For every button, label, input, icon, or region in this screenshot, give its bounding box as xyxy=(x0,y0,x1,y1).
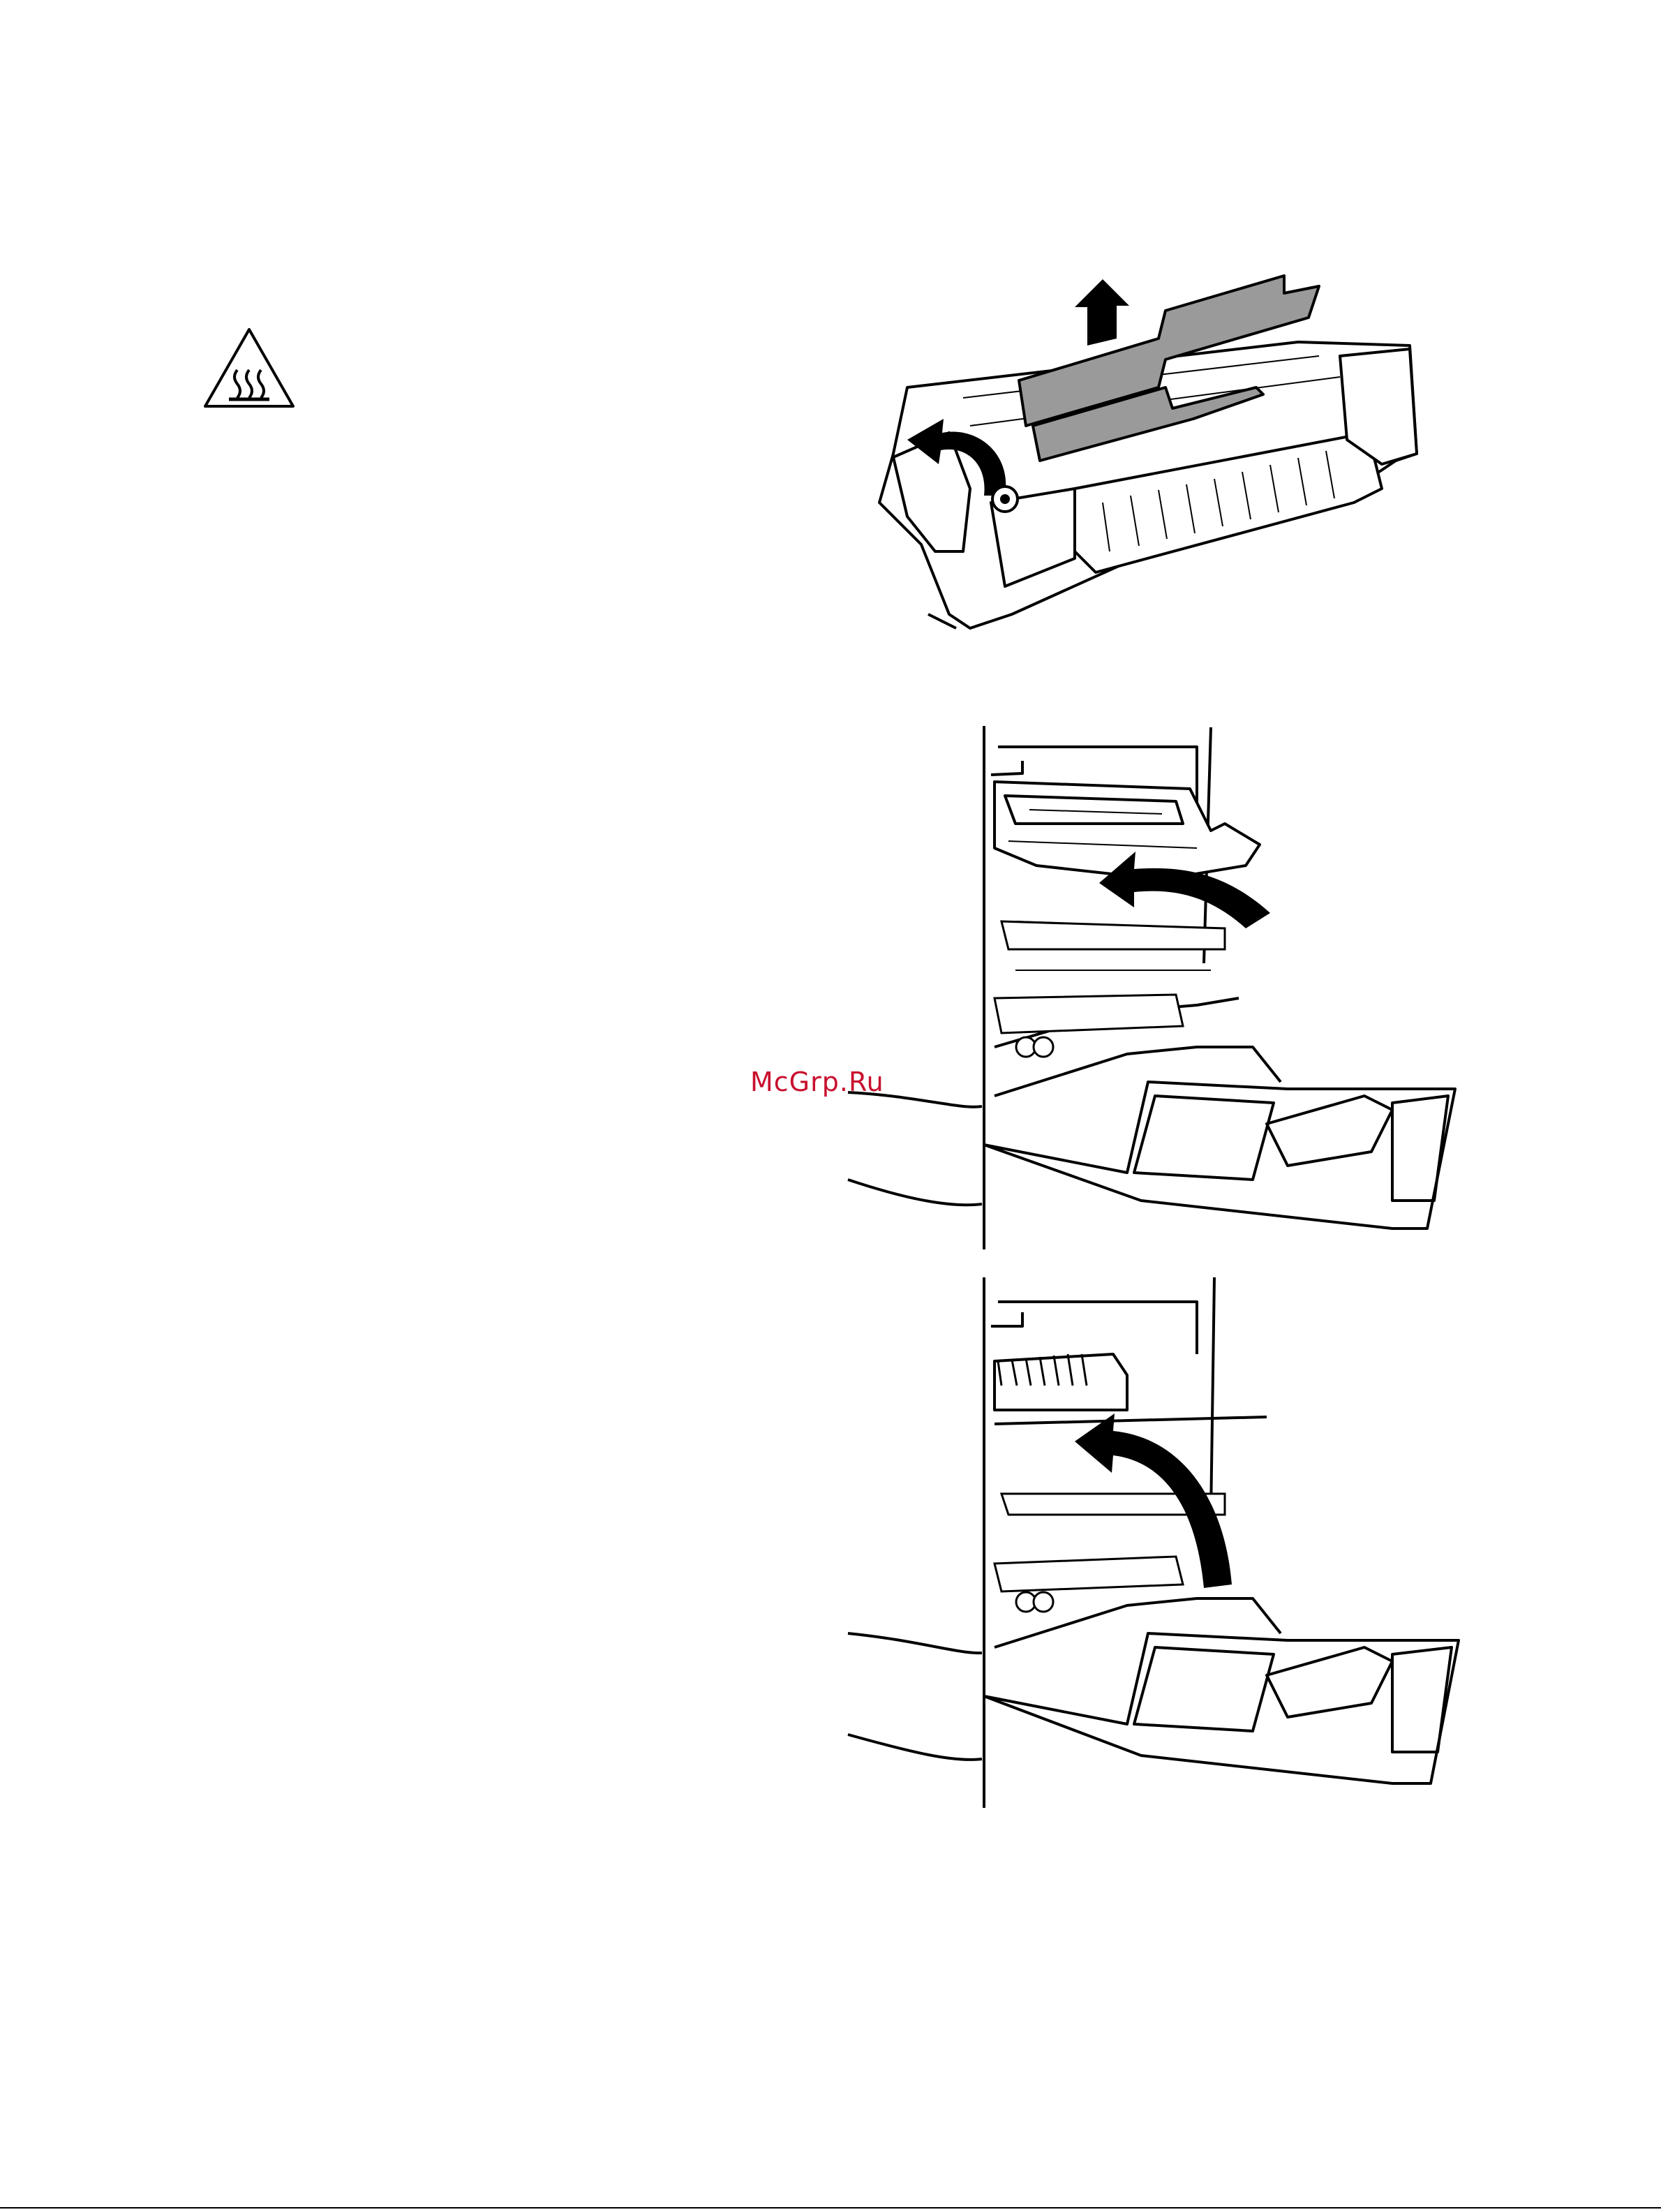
right-door xyxy=(984,1633,1459,1783)
right-door xyxy=(984,1082,1455,1229)
fuser-removal-right-door-illustration xyxy=(834,719,1462,1249)
pull-up-arrow xyxy=(1075,279,1129,346)
close-fuser-cover-right-door-illustration xyxy=(834,1263,1466,1808)
hot-surface-warning-icon xyxy=(202,327,296,409)
fuser-jam-removal-illustration xyxy=(865,223,1438,656)
watermark: McGrp.Ru xyxy=(750,1067,884,1097)
page-bottom-rule xyxy=(0,2207,1661,2209)
